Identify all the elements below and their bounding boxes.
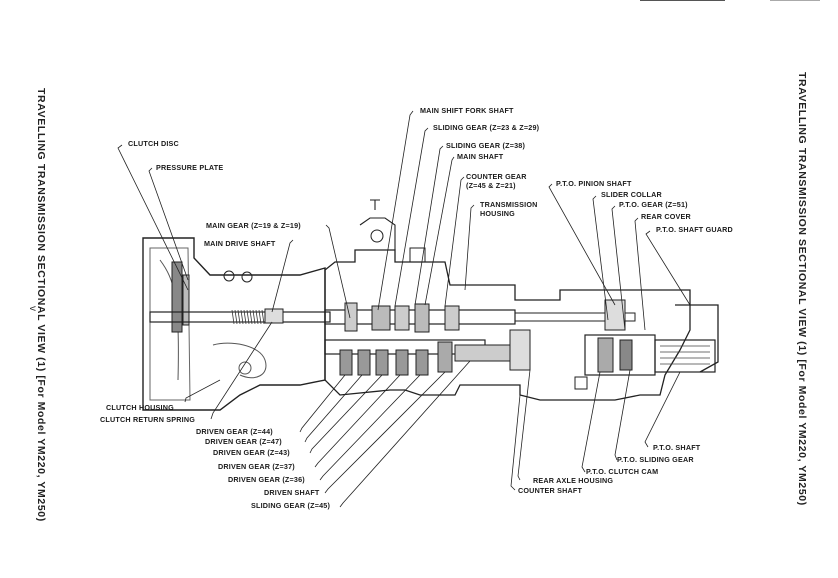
label-transmission-housing: TRANSMISSION: [480, 200, 538, 209]
label-main-drive-shaft: MAIN DRIVE SHAFT: [204, 239, 276, 248]
main-drive-shaft-drawing: [149, 308, 331, 325]
label-driven-gear-37: DRIVEN GEAR (Z=37): [218, 462, 295, 471]
spring-coil: [231, 309, 235, 325]
spring-coil: [246, 309, 250, 325]
label-pressure-plate: PRESSURE PLATE: [156, 163, 224, 172]
spring-coil: [252, 309, 256, 325]
spring-coil: [249, 309, 253, 325]
label-sliding-gear-38: SLIDING GEAR (Z=38): [446, 141, 526, 150]
main-shaft-drawing: [324, 299, 636, 333]
label-clutch-disc: CLUTCH DISC: [128, 139, 179, 148]
header-rule: [640, 0, 725, 1]
label-pto-clutch-cam: P.T.O. CLUTCH CAM: [586, 467, 659, 476]
gearbox-housing-drawing: [324, 199, 691, 401]
label-driven-gear-44: DRIVEN GEAR (Z=44): [196, 427, 273, 436]
label-pto-shaft: P.T.O. SHAFT: [653, 443, 701, 452]
spring-coil: [261, 309, 265, 325]
header-rule-right: [770, 0, 820, 1]
label-driven-gear-43: DRIVEN GEAR (Z=43): [213, 448, 290, 457]
label-driven-gear-36: DRIVEN GEAR (Z=36): [228, 475, 305, 484]
label-main-shaft: MAIN SHAFT: [457, 152, 504, 161]
spring-coil: [255, 309, 259, 325]
spring-coil: [240, 309, 244, 325]
label-counter-gear-teeth: (Z=45 & Z=21): [466, 181, 516, 190]
spring-coil: [258, 309, 262, 325]
label-pto-gear: P.T.O. GEAR (Z=51): [619, 200, 688, 209]
label-main-shift-fork-shaft: MAIN SHIFT FORK SHAFT: [420, 106, 514, 115]
label-rear-cover: REAR COVER: [641, 212, 691, 221]
label-clutch-return-spring: CLUTCH RETURN SPRING: [100, 415, 196, 424]
label-sliding-gear-23-29: SLIDING GEAR (Z=23 & Z=29): [433, 123, 540, 132]
label-counter-shaft: COUNTER SHAFT: [518, 486, 583, 495]
label-clutch-housing: CLUTCH HOUSING: [106, 403, 174, 412]
spring-coil: [237, 309, 241, 325]
label-sliding-gear-45: SLIDING GEAR (Z=45): [251, 501, 331, 510]
label-pto-sliding-gear: P.T.O. SLIDING GEAR: [617, 455, 694, 464]
spring-coil: [234, 309, 238, 325]
label-pto-pinion-shaft: P.T.O. PINION SHAFT: [556, 179, 632, 188]
label-driven-gear-47: DRIVEN GEAR (Z=47): [205, 437, 282, 446]
label-counter-gear: COUNTER GEAR: [466, 172, 527, 181]
spring-coil: [243, 309, 247, 325]
pto-section-drawing: [574, 304, 719, 390]
label-driven-shaft: DRIVEN SHAFT: [264, 488, 320, 497]
label-main-gear: MAIN GEAR (Z=19 & Z=19): [206, 221, 301, 230]
leader-lines: [117, 110, 691, 508]
label-slider-collar: SLIDER COLLAR: [601, 190, 662, 199]
counter-shaft-drawing: [324, 329, 531, 376]
label-rear-axle-housing: REAR AXLE HOUSING: [533, 476, 614, 485]
label-transmission-housing-2: HOUSING: [480, 209, 515, 218]
label-pto-shaft-guard: P.T.O. SHAFT GUARD: [656, 225, 733, 234]
